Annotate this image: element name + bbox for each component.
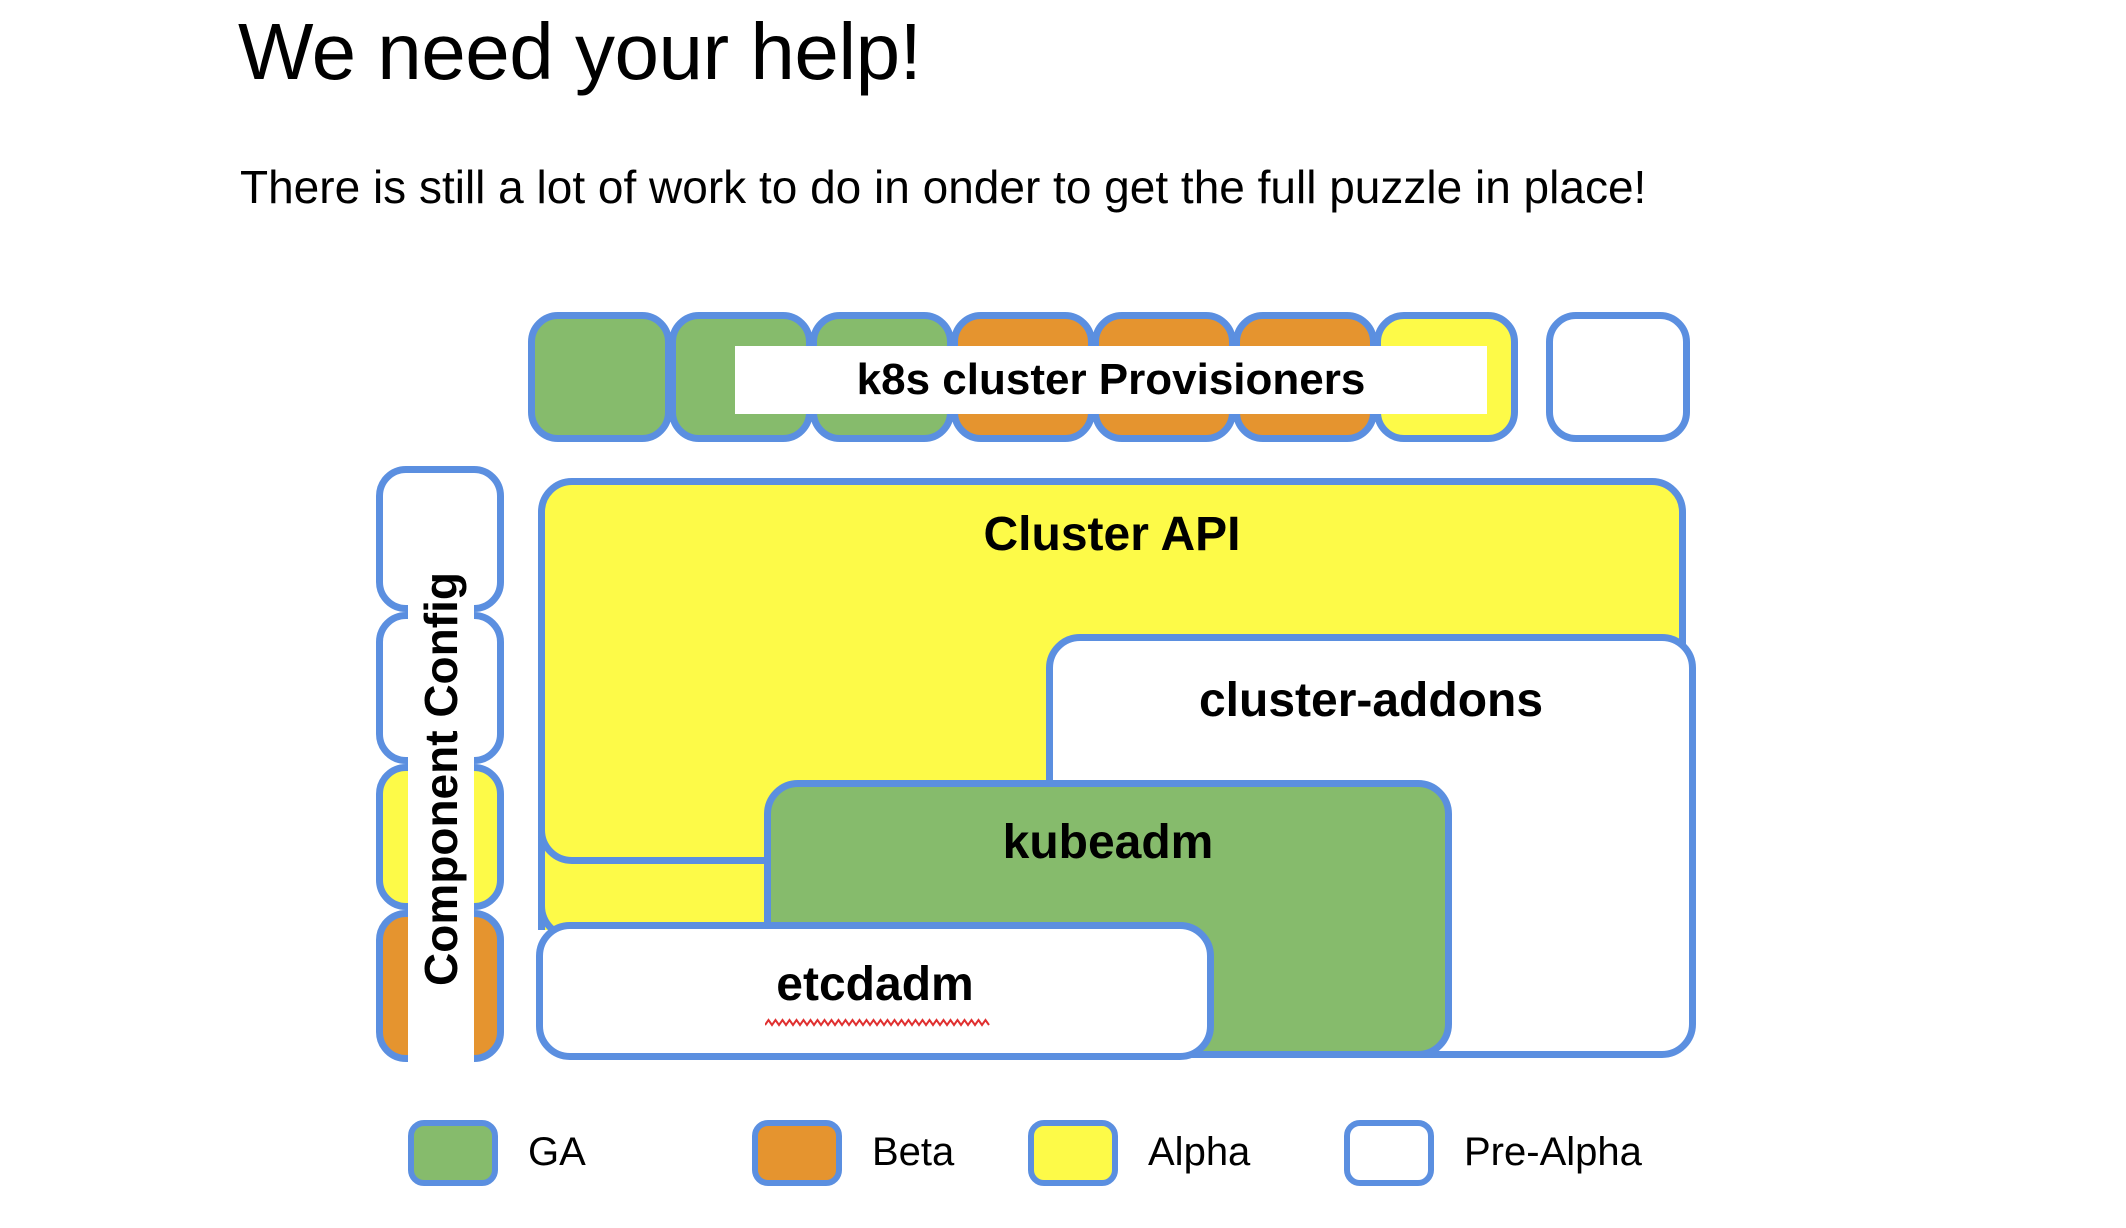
cluster-api-label: Cluster API [983, 508, 1241, 561]
etcdadm-box[interactable]: etcdadm [536, 922, 1214, 1060]
legend-label-ga: GA [528, 1130, 586, 1174]
legend-swatch-beta [752, 1120, 842, 1186]
provisioner-box-8[interactable] [1546, 312, 1690, 442]
provisioner-box-1[interactable] [528, 312, 672, 442]
legend-label-pre-alpha: Pre-Alpha [1464, 1130, 1642, 1174]
kubeadm-label: kubeadm [1002, 816, 1214, 869]
provisioner-banner: k8s cluster Provisioners [735, 346, 1487, 414]
spellcheck-underline-icon [765, 1018, 990, 1027]
cluster-addons-label: cluster-addons [1198, 674, 1544, 727]
legend-swatch-alpha [1028, 1120, 1118, 1186]
legend-swatch-pre-alpha [1344, 1120, 1434, 1186]
component-config-label: Component Config [415, 572, 467, 986]
legend-swatch-ga [408, 1120, 498, 1186]
page-title: We need your help! [238, 7, 922, 96]
page-subtitle: There is still a lot of work to do in on… [240, 161, 1647, 213]
legend-label-beta: Beta [872, 1130, 955, 1174]
provisioner-banner-label: k8s cluster Provisioners [856, 355, 1366, 404]
component-config-label-strip: Component Config [408, 494, 474, 1064]
etcdadm-label: etcdadm [776, 958, 974, 1011]
legend-label-alpha: Alpha [1148, 1130, 1251, 1174]
